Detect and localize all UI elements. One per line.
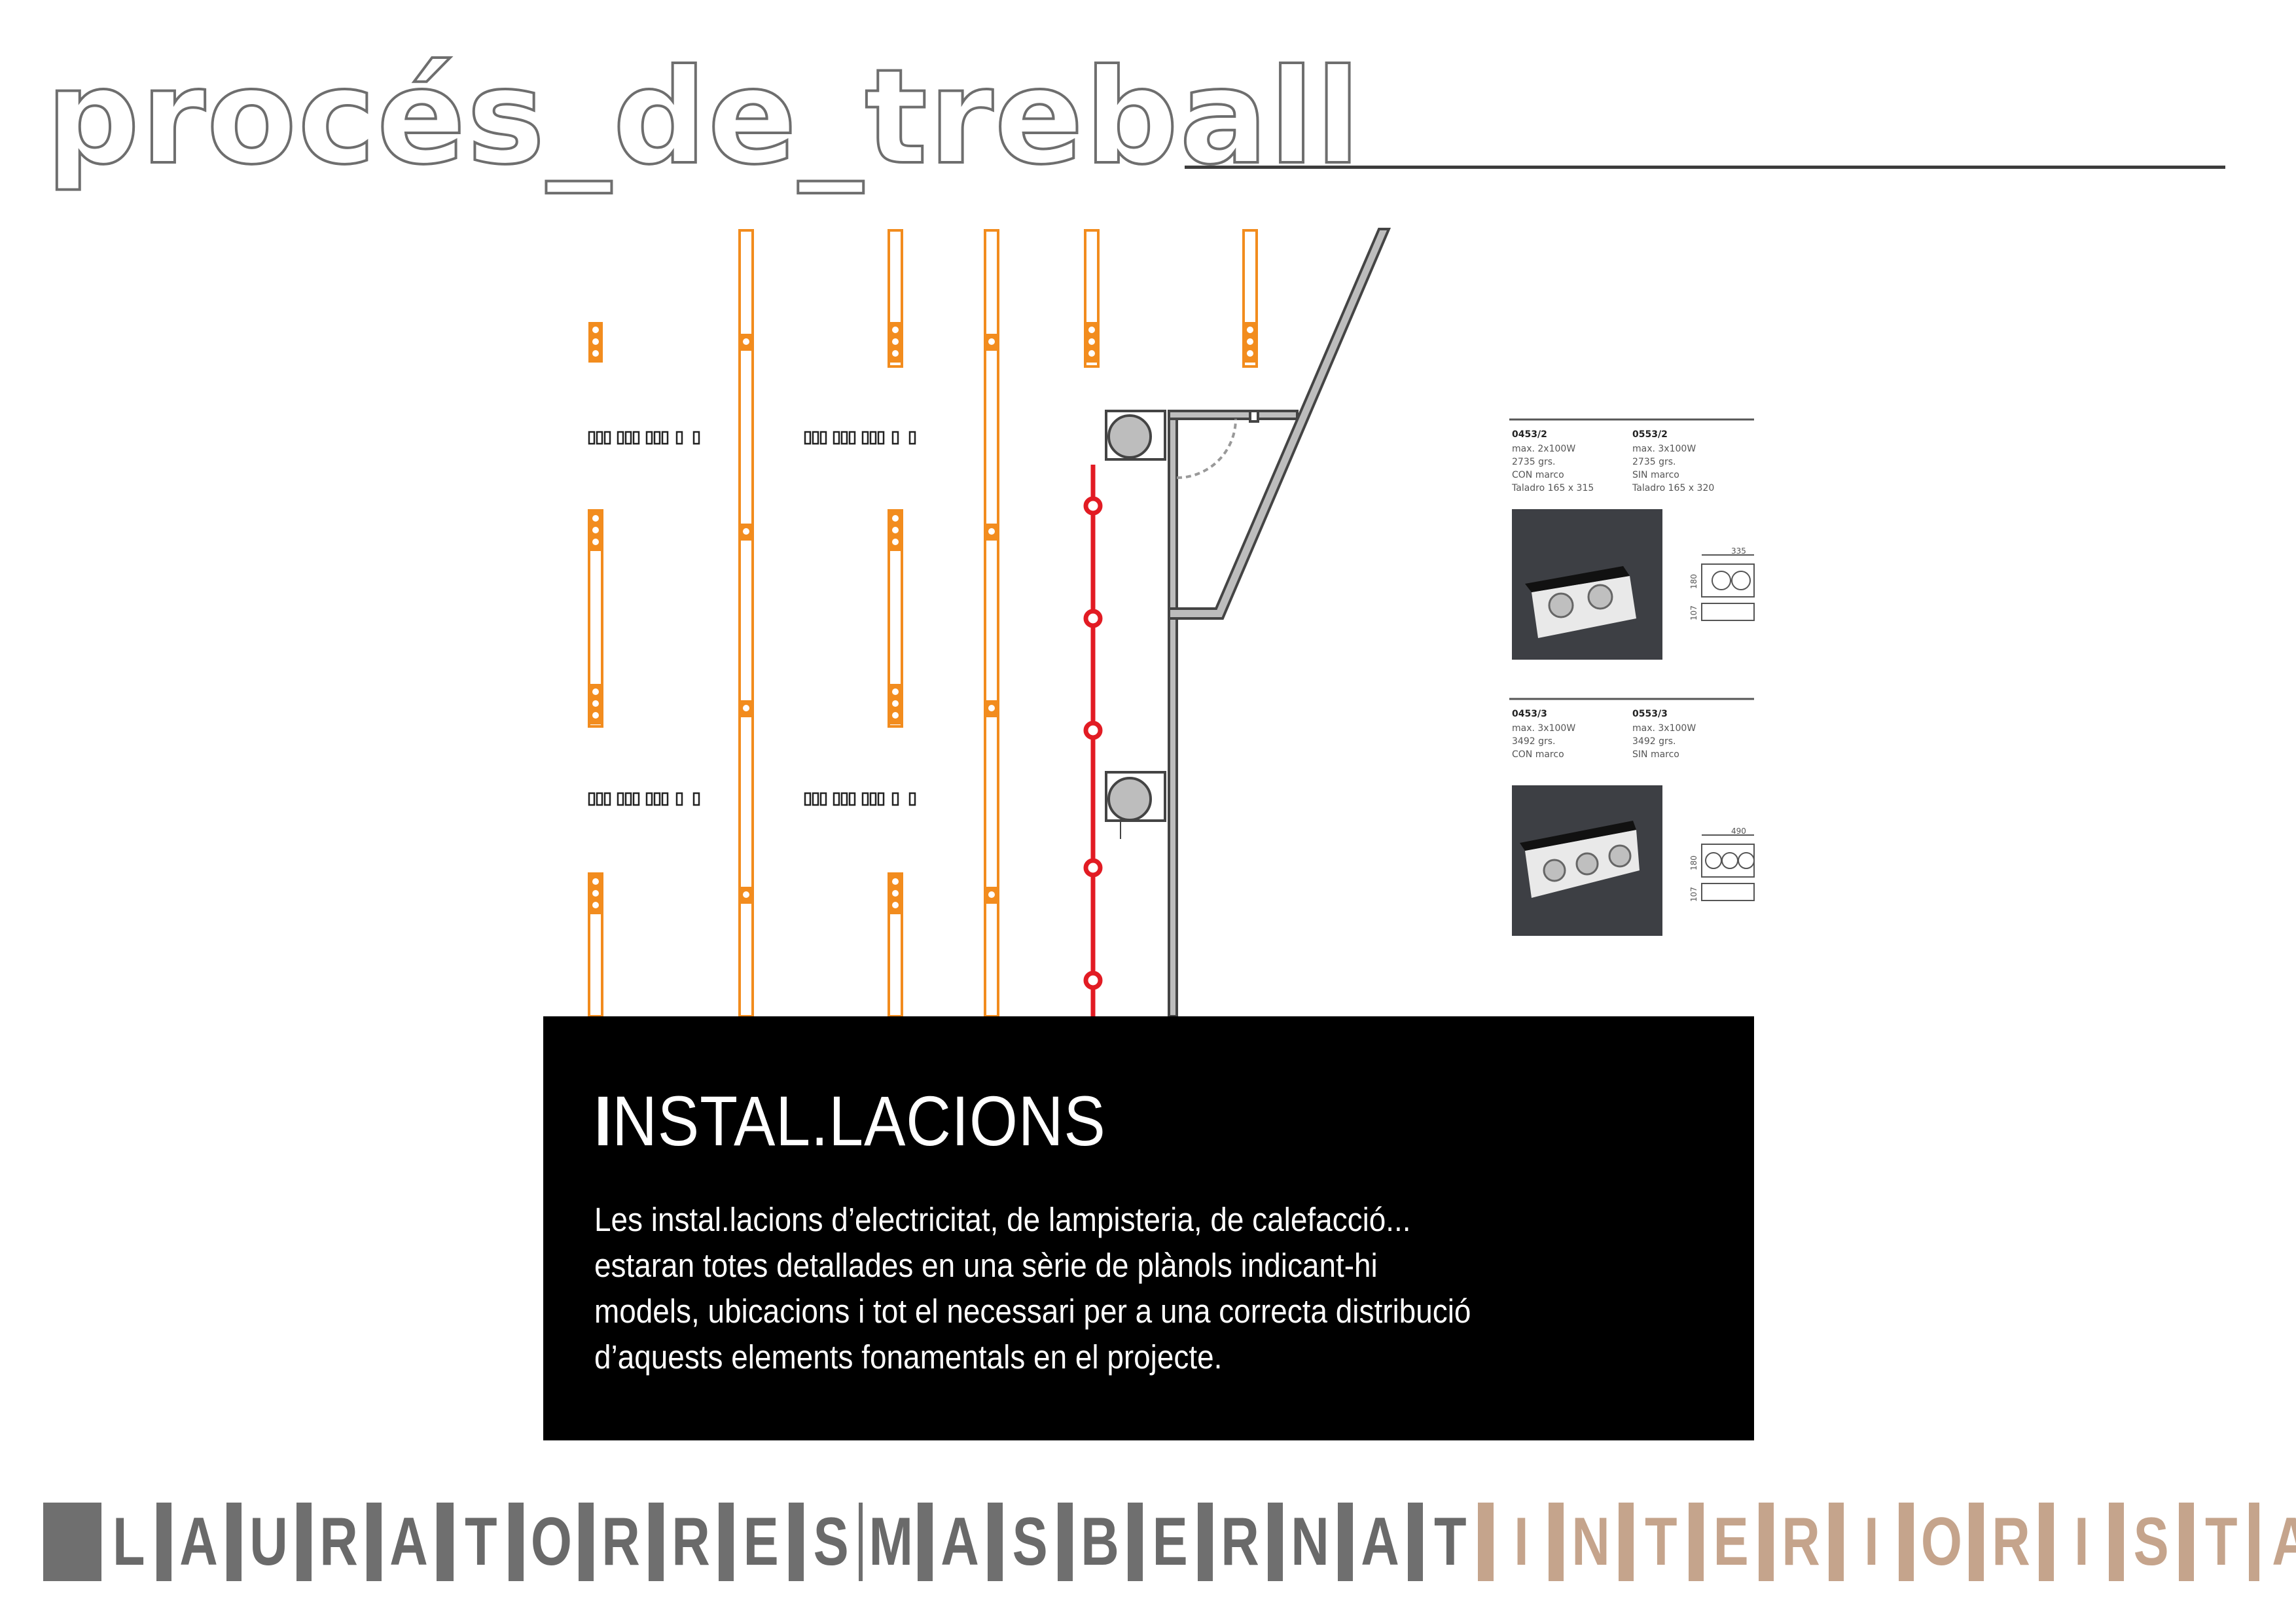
fixture-rows [588,431,916,806]
track-connector [588,874,603,914]
electrical-circuit [1083,465,1103,1016]
spec-line: CON marco [1512,470,1564,480]
spec-line: SIN marco [1632,470,1679,480]
spec-line: CON marco [1512,749,1564,760]
downlight-row [804,431,916,445]
page-header: procés_de_treball [0,0,2296,196]
spec-line: max. 3x100W [1512,723,1575,734]
downlight-row [804,792,916,806]
track-connector [588,684,603,724]
info-title: INSTAL.LACIONS [594,1082,1106,1160]
track-rail [1242,229,1258,368]
dim-label: 107 [1689,887,1698,902]
spec-line: max. 2x100W [1512,444,1575,454]
track-connector [739,524,753,541]
spec-line: 3492 grs. [1632,736,1676,747]
spec-line: 2735 grs. [1632,457,1676,467]
spec-code-1b: 0553/2 [1632,429,1668,440]
track-connector [739,334,753,351]
dim-label: 180 [1689,574,1698,589]
spec-code-2b: 0553/3 [1632,709,1668,719]
info-body-line: estaran totes detallades en una sèrie de… [594,1247,1378,1284]
spec-line: 3492 grs. [1512,736,1555,747]
track-connector [888,874,903,914]
circuit-node [1083,496,1103,516]
dim-label: 335 [1731,546,1746,556]
circuit-node [1083,721,1103,740]
spec-line: max. 3x100W [1632,444,1696,454]
spec-code-2a: 0453/3 [1512,709,1547,719]
track-connector [588,322,603,363]
lighting-tracks [588,229,1258,1018]
installations-info-box: INSTAL.LACIONS Les instal.lacions d’elec… [543,1016,1754,1440]
track-connector [984,334,999,351]
track-connector [1085,322,1099,363]
track-connector [739,700,753,717]
info-body-line: d’aquests elements fonamentals en el pro… [594,1338,1223,1376]
info-title-initial: I [594,1081,613,1160]
circuit-node [1083,858,1103,878]
page-title: procés_de_treball [45,41,1362,194]
spec-line: max. 3x100W [1632,723,1696,734]
dim-label: 490 [1731,827,1746,836]
info-body-line: models, ubicacions i tot el necessari pe… [594,1293,1471,1330]
title-underline [1185,166,2225,169]
fixture-spec-sheet: 0453/2 0553/2 max. 2x100W 2735 grs. CON … [1509,418,1755,936]
spec-line: Taladro 165 x 320 [1632,483,1714,493]
track-connector [588,510,603,551]
info-body: Les instal.lacions d’electricitat, de la… [594,1197,1537,1380]
track-connector [984,887,999,904]
spec-line: SIN marco [1632,749,1679,760]
downlight-row [588,792,700,806]
track-connector [984,524,999,541]
info-title-rest: NSTAL.LACIONS [612,1081,1106,1160]
track-connector [1243,322,1257,363]
track-connector [888,510,903,551]
spec-code-1a: 0453/2 [1512,429,1547,440]
track-rail [888,229,903,368]
track-rail [1084,229,1100,368]
spec-line: 2735 grs. [1512,457,1555,467]
spec-line: Taladro 165 x 315 [1511,483,1594,493]
track-connector [888,684,903,724]
circuit-node [1083,971,1103,990]
track-connector [888,322,903,363]
section-structure [1105,228,1391,1018]
downlight-row [588,431,700,445]
info-body-line: Les instal.lacions d’electricitat, de la… [594,1201,1411,1238]
circuit-node [1083,609,1103,628]
track-connector [984,700,999,717]
track-connector [739,887,753,904]
dim-label: 107 [1689,605,1698,620]
dim-label: 180 [1689,855,1698,870]
